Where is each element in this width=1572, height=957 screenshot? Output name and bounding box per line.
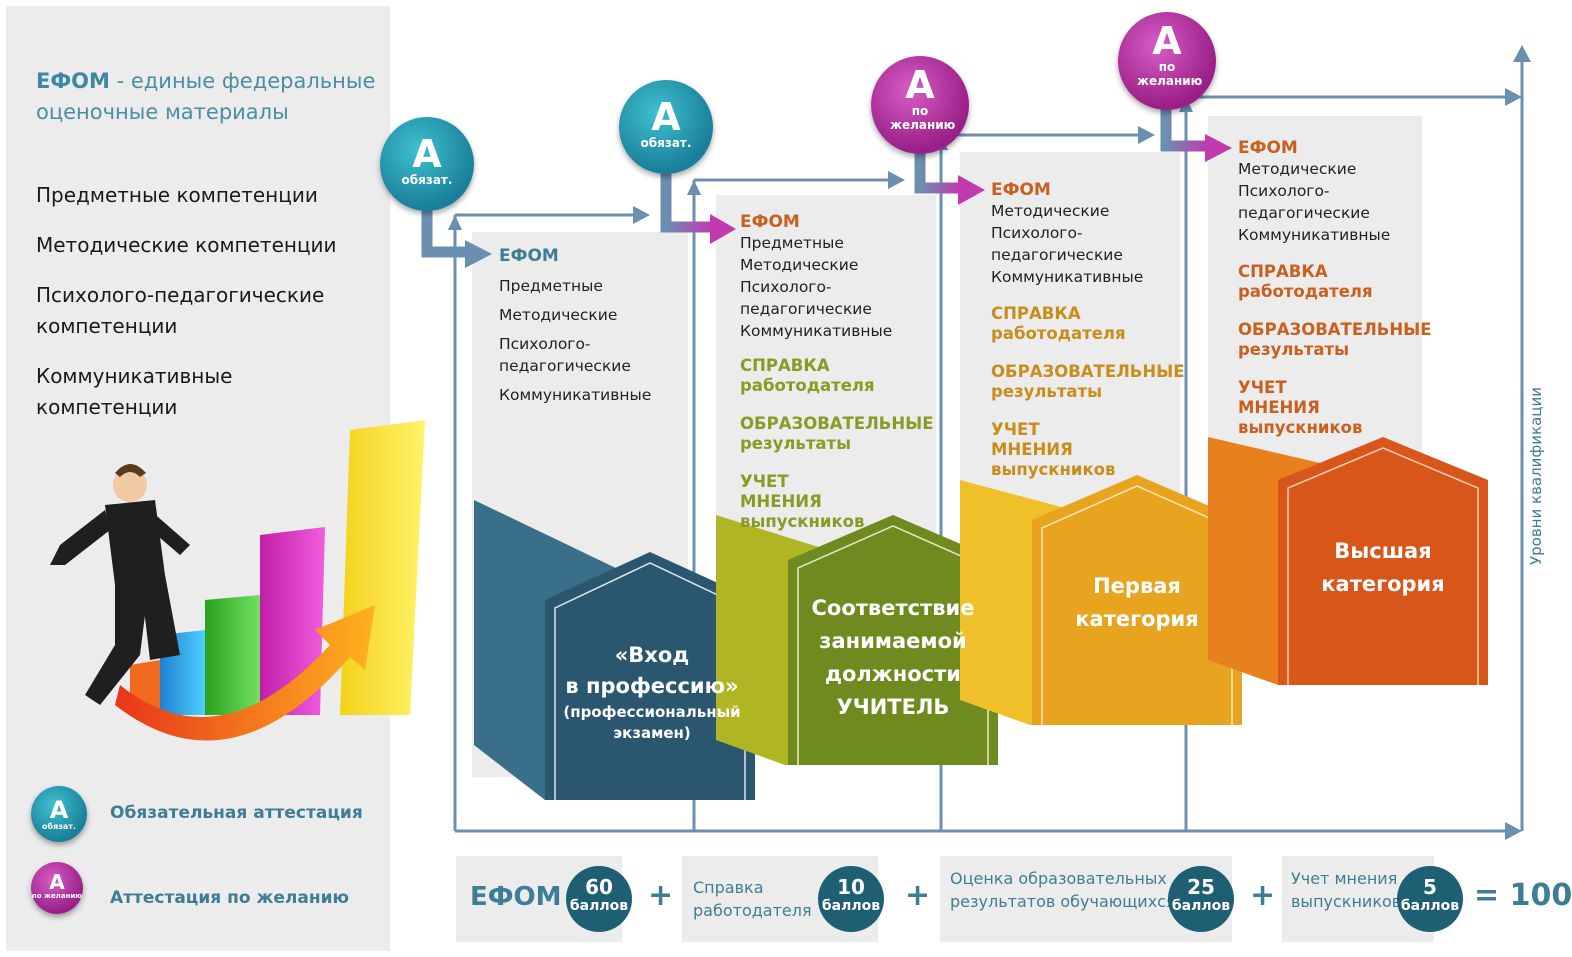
panel-4-content: ЕФОМ Методические Психолого- педагогичес… <box>1238 138 1432 438</box>
panel-1-heading: ЕФОМ <box>499 246 559 266</box>
plus-sign: + <box>1250 878 1276 913</box>
score-label-graduates: Учет мнения выпускников <box>1291 869 1402 911</box>
competence-item: Предметные компетенции <box>36 183 318 207</box>
house-title-line: Высшая <box>1334 539 1432 563</box>
panel-4-item: Коммуникативные <box>1238 226 1391 244</box>
panel-3-item: Методические <box>991 202 1110 220</box>
house-title-line: Первая <box>1093 574 1181 598</box>
house-subtitle-line: экзамен) <box>613 724 691 742</box>
stage-highest-category: Высшая категория <box>1283 535 1483 601</box>
panel-1-item: Методические <box>499 306 618 324</box>
panel-3-content: ЕФОМ Методические Психолого- педагогичес… <box>991 180 1185 480</box>
mandatory-legend-icon: А обязат. <box>31 786 87 842</box>
house-title-line: должности <box>825 662 961 686</box>
optional-legend-icon: А по желанию <box>31 862 83 914</box>
mandatory-legend-label: Обязательная аттестация <box>110 803 363 823</box>
panel-3-item: Психолого- педагогические <box>991 224 1123 264</box>
panel-3-heading: ЕФОМ <box>991 180 1051 200</box>
plus-sign: + <box>648 878 674 913</box>
efom-abbr: ЕФОМ <box>36 69 110 93</box>
competence-item: Психолого-педагогические компетенции <box>36 283 325 338</box>
competence-item: Методические компетенции <box>36 233 337 257</box>
panel-4-extra: СПРАВКА работодателя <box>1238 262 1373 301</box>
mandatory-attestation-badge-1: А обязат. <box>380 117 474 211</box>
panel-2-item: Коммуникативные <box>740 322 893 340</box>
panel-3-extra: СПРАВКА работодателя <box>991 304 1126 343</box>
panel-2-item: Психолого- педагогические <box>740 278 872 318</box>
panel-1-item: Психолого- педагогические <box>499 335 631 375</box>
panel-1-item: Предметные <box>499 277 603 295</box>
competence-item: Коммуникативные компетенции <box>36 364 233 419</box>
house-title-line: категория <box>1321 572 1445 596</box>
house-title-line: Соответствие <box>811 596 975 620</box>
panel-2-heading: ЕФОМ <box>740 212 800 232</box>
house-subtitle-line: (профессиональный <box>563 703 741 721</box>
stage-entry-profession: «Вход в профессию» (профессиональный экз… <box>552 640 752 744</box>
qualification-levels-axis-label: Уровни квалификации <box>1527 387 1545 565</box>
total-sum: = 100 <box>1474 878 1572 913</box>
stage-first-category: Первая категория <box>1037 570 1237 636</box>
panel-4-heading: ЕФОМ <box>1238 138 1298 158</box>
house-title-line: в профессию» <box>565 674 739 698</box>
panel-4-item: Методические <box>1238 160 1357 178</box>
score-label-results: Оценка образовательных результатов обуча… <box>950 869 1176 911</box>
panel-3-extra: УЧЕТ МНЕНИЯ выпускников <box>991 420 1116 479</box>
panel-2-extra: ОБРАЗОВАТЕЛЬНЫЕ результаты <box>740 414 934 453</box>
panel-2-item: Предметные <box>740 234 844 252</box>
plus-sign: + <box>905 878 931 913</box>
panel-2-extra: СПРАВКА работодателя <box>740 356 875 395</box>
panel-4-extra: УЧЕТ МНЕНИЯ выпускников <box>1238 378 1363 437</box>
panel-2-extra: УЧЕТ МНЕНИЯ выпускников <box>740 472 865 531</box>
panel-4-extra: ОБРАЗОВАТЕЛЬНЫЕ результаты <box>1238 320 1432 359</box>
panel-1-item: Коммуникативные <box>499 386 652 404</box>
panel-1-content: ЕФОМ Предметные Методические Психолого- … <box>499 245 651 406</box>
house-title-line: занимаемой <box>819 629 967 653</box>
score-label-employer: Справка работодателя <box>693 878 812 920</box>
efom-definition: ЕФОМ - единые федеральные оценочные мате… <box>36 66 386 128</box>
efom-expansion: - единые федеральные оценочные материалы <box>36 69 376 124</box>
optional-attestation-badge-1: А по желанию <box>871 56 969 154</box>
house-title-line: УЧИТЕЛЬ <box>836 695 950 719</box>
growth-illustration <box>50 420 425 741</box>
house-title-line: «Вход <box>614 643 690 667</box>
panel-3-item: Коммуникативные <box>991 268 1144 286</box>
optional-legend-label: Аттестация по желанию <box>110 888 350 908</box>
panel-2-content: ЕФОМ Предметные Методические Психолого- … <box>740 212 934 532</box>
score-label-efom: ЕФОМ <box>470 882 562 912</box>
stage-position-compliance: Соответствие занимаемой должности УЧИТЕЛ… <box>793 592 993 724</box>
panel-4-item: Психолого- педагогические <box>1238 182 1370 222</box>
panel-3-extra: ОБРАЗОВАТЕЛЬНЫЕ результаты <box>991 362 1185 401</box>
optional-attestation-badge-2: А по желанию <box>1118 12 1216 110</box>
house-title-line: категория <box>1075 607 1199 631</box>
mandatory-attestation-badge-2: А обязат. <box>619 80 713 174</box>
panel-2-item: Методические <box>740 256 859 274</box>
